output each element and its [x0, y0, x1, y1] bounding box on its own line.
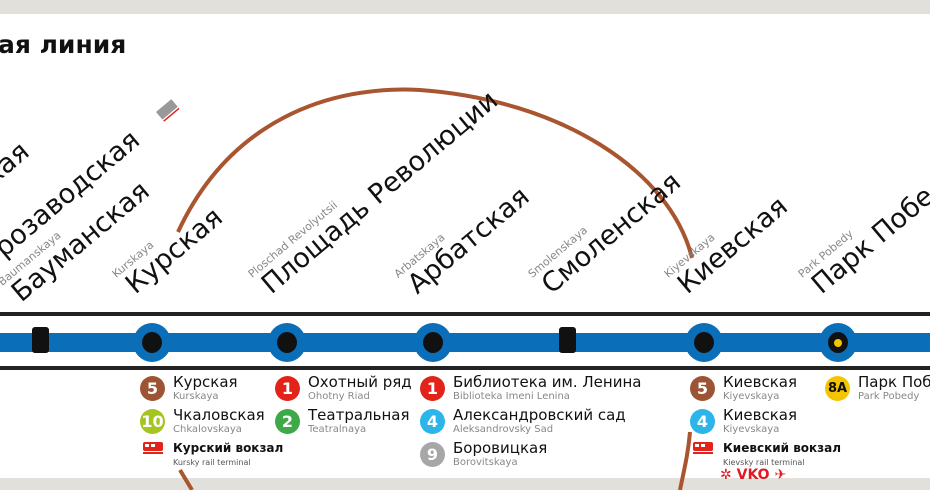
station-marker-ploschad-revolyutsii[interactable] [268, 323, 306, 362]
transfer-name-ru: Охотный ряд [308, 373, 412, 391]
station-marker-kiyevskaya[interactable] [685, 323, 723, 362]
station-marker-arbatskaya[interactable] [414, 323, 452, 362]
line-badge: 4 [690, 409, 715, 434]
station-marker-park-pobedy[interactable] [819, 323, 857, 362]
line-badge: 5 [140, 376, 165, 401]
bottom-bar [0, 478, 930, 490]
transfer-name-ru: Библиотека им. Ленина [453, 373, 642, 391]
top-bar [0, 0, 930, 14]
line-title: ая линия [0, 30, 127, 59]
transfer-name-en: Ohotny Riad [308, 391, 370, 402]
transfer-name-ru: Боровицкая [453, 439, 548, 457]
transfer-name-ru: Курская [173, 373, 238, 391]
line-badge: 1 [420, 376, 445, 401]
transfer-name-en: Chkalovskaya [173, 424, 242, 435]
airport-vko[interactable]: ✲ VKO ✈ [720, 467, 841, 483]
transfer-name-en: Teatralnaya [308, 424, 367, 435]
transfer-name-en: Kursky rail terminal [173, 458, 251, 467]
transfer-name-ru: Курский вокзал [173, 441, 284, 455]
transfer-name-ru: Киевская [723, 373, 797, 391]
transfer-name-ru: Александровский сад [453, 406, 626, 424]
transfer-name-en: Park Pobedy [858, 391, 920, 402]
transfer-list: 8A Парк ПобедыPark Pobedy [825, 374, 930, 407]
line-badge: 5 [690, 376, 715, 401]
transfer-name-ru: Киевская [723, 406, 797, 424]
line-badge: 1 [275, 376, 300, 401]
track-border-top [0, 312, 930, 316]
transfer-name-en: Borovitskaya [453, 457, 518, 468]
train-icon [140, 442, 165, 454]
transfer-item[interactable]: 8A Парк ПобедыPark Pobedy [825, 374, 930, 403]
line-badge: 2 [275, 409, 300, 434]
transfer-name-ru: Чкаловская [173, 406, 265, 424]
line-badge: 8A [825, 376, 850, 401]
transfer-name-en: Kiyevskaya [723, 424, 780, 435]
station-marker-smolenskaya[interactable] [559, 327, 576, 353]
airport-code: VKO [736, 467, 770, 483]
aeroexpress-icon: ✲ [720, 467, 737, 483]
station-marker-kurskaya[interactable] [133, 323, 171, 362]
transfer-name-en: Aleksandrovsky Sad [453, 424, 554, 435]
plane-icon: ✈ [769, 467, 787, 483]
transfer-name-en: Biblioteka Imeni Lenina [453, 391, 570, 402]
transfer-name-en: Kurskaya [173, 391, 219, 402]
line-badge: 9 [420, 442, 445, 467]
transfer-name-ru: Парк Победы [858, 373, 930, 391]
transfer-name-ru: Театральная [308, 406, 410, 424]
line-badge: 4 [420, 409, 445, 434]
line-badge: 10 [140, 409, 165, 434]
transfer-name-ru: Киевский вокзал [723, 441, 842, 455]
transfer-name-en: Kievsky rail terminal [723, 458, 805, 467]
transfer-name-en: Kiyevskaya [723, 391, 780, 402]
train-icon [690, 442, 715, 454]
rail-icon [156, 99, 180, 122]
station-marker-baumanskaya[interactable] [32, 327, 49, 353]
track-border-bottom [0, 366, 930, 370]
